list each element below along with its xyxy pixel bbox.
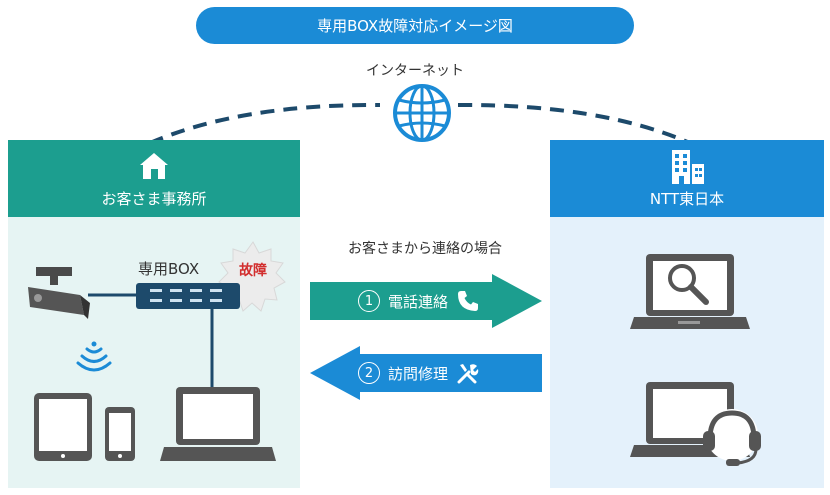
customer-office-header: お客さま事務所 — [8, 140, 300, 217]
ntt-devices — [630, 254, 761, 466]
ntt-label: NTT東日本 — [649, 190, 725, 208]
smartphone-icon — [105, 407, 135, 461]
step-label: 訪問修理 — [388, 364, 449, 383]
tools-icon — [457, 364, 479, 384]
step-number: 2 — [358, 362, 380, 384]
globe-icon — [393, 84, 451, 142]
headset-icon — [703, 409, 761, 466]
house-icon — [140, 153, 168, 179]
dedicated-box-icon — [136, 283, 240, 309]
visit-repair-arrow — [310, 346, 542, 400]
ntt-header: NTT東日本 — [550, 140, 824, 217]
flow-caption: お客さまから連絡の場合 — [348, 241, 502, 257]
diagram-title: 専用BOX故障対応イメージ図 — [196, 7, 634, 44]
visit-repair-step: 2 訪問修理 — [358, 360, 480, 386]
diagnosis-laptop-icon — [630, 254, 750, 329]
customer-office-devices — [28, 241, 286, 461]
phone-contact-step: 1 電話連絡 — [358, 288, 480, 314]
phone-contact-arrow — [310, 274, 542, 328]
building-icon — [672, 150, 704, 184]
step-number: 1 — [358, 290, 380, 312]
wifi-icon — [76, 341, 112, 372]
step-label: 電話連絡 — [388, 292, 449, 311]
customer-office-label: お客さま事務所 — [101, 190, 207, 208]
phone-icon — [458, 291, 479, 311]
internet-label: インターネット — [366, 63, 464, 79]
laptop-icon — [160, 387, 276, 461]
security-camera-icon — [28, 267, 90, 319]
tablet-icon — [34, 393, 92, 461]
dedicated-box-label: 専用BOX — [138, 260, 200, 278]
fault-label: 故障 — [239, 263, 267, 279]
